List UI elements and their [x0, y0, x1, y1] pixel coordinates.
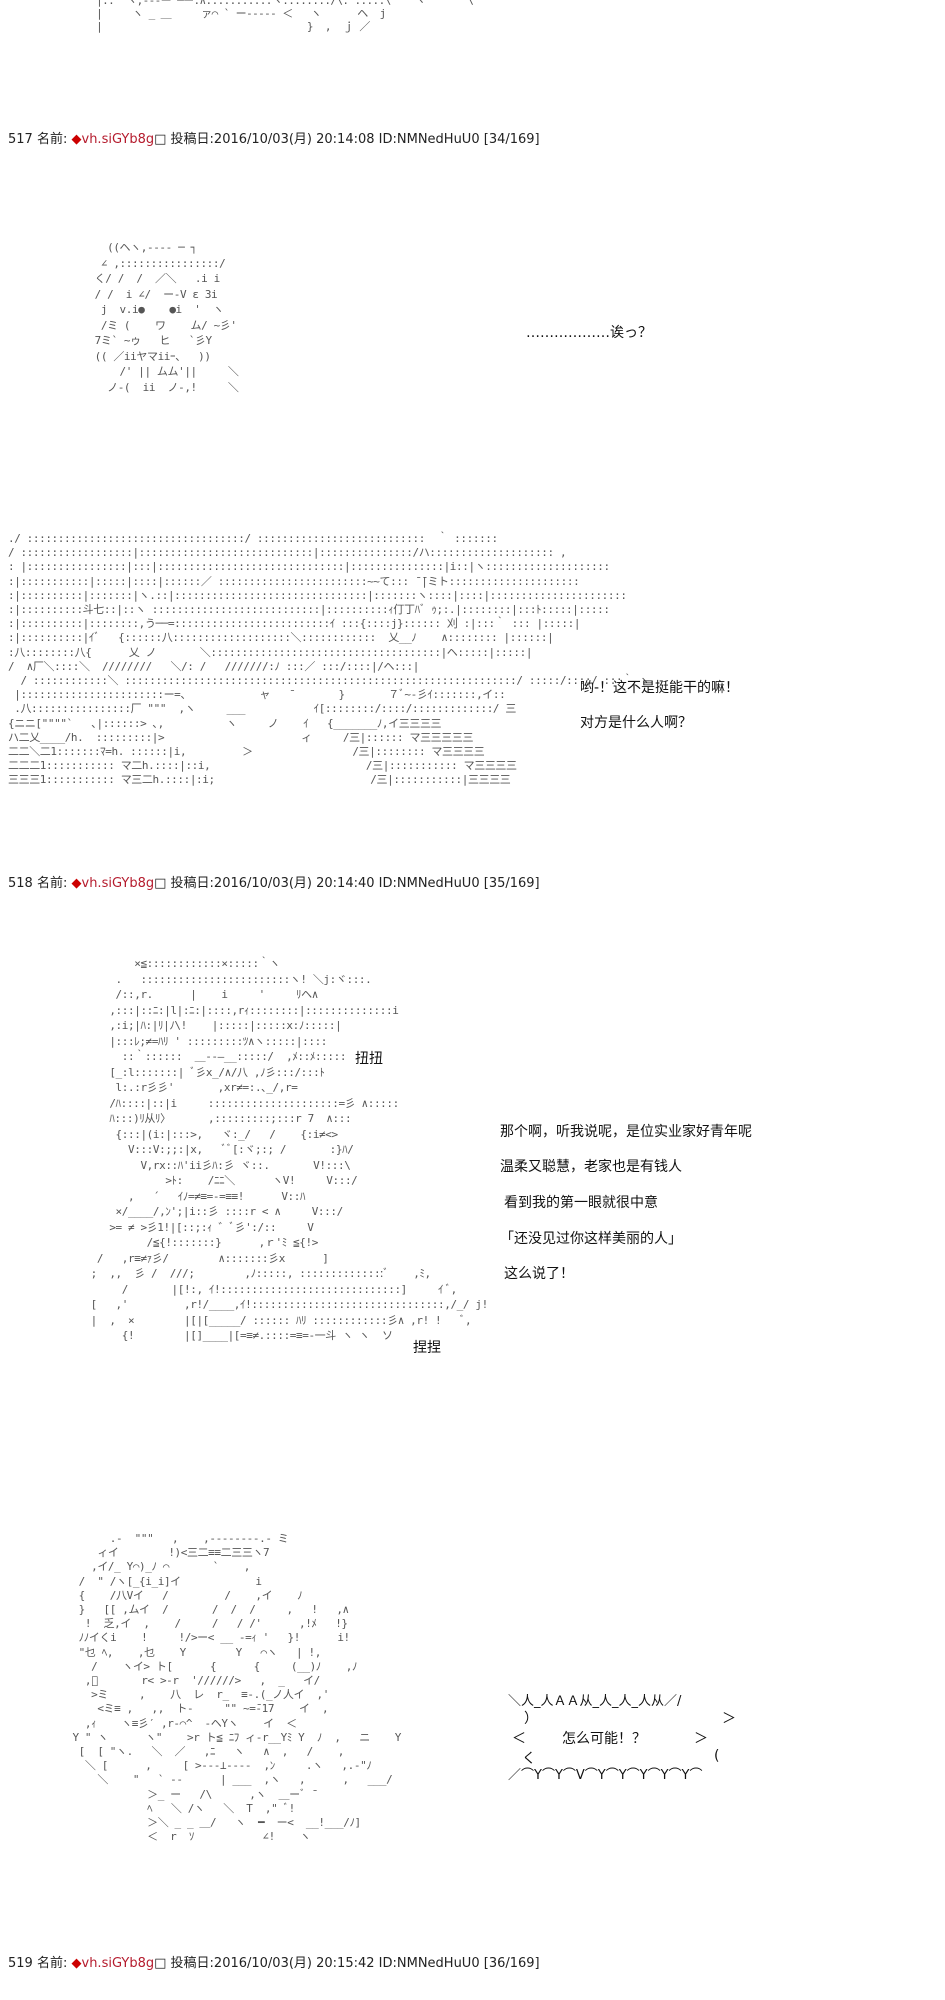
dialogue-519-line3: 看到我的第一眼就很中意: [504, 1195, 658, 1211]
tripcode[interactable]: ◆vh.siGYb8g: [71, 1956, 155, 1971]
trip-diamond-icon: ◆: [71, 1956, 82, 1971]
dialogue-519-line4: 「还没见过你这样美丽的人」: [500, 1231, 682, 1247]
dialogue-517: ………………诶っ？: [526, 325, 652, 341]
posted-label: 投稿日:: [170, 132, 214, 147]
shout-text: 怎么可能！？: [562, 1731, 646, 1747]
trip-diamond-icon: ◆: [71, 132, 82, 147]
dialogue-519-line2: 温柔又聪慧，老家也是有钱人: [500, 1159, 682, 1175]
post-header-517: 517 名前: ◆vh.siGYb8g□ 投稿日:2016/10/03(月) 2…: [8, 128, 540, 147]
post-date: 2016/10/03(月) 20:14:40: [213, 876, 375, 891]
shout-right-arrow: ＞: [694, 1731, 708, 1747]
posted-label: 投稿日:: [170, 1956, 214, 1971]
tripcode[interactable]: ◆vh.siGYb8g: [71, 132, 155, 147]
post-header-518: 518 名前: ◆vh.siGYb8g□ 投稿日:2016/10/03(月) 2…: [8, 872, 540, 891]
post-date: 2016/10/03(月) 20:15:42: [213, 1956, 375, 1971]
box-glyph: □: [154, 1956, 167, 1971]
ascii-art-top: |:. ヽ,--‐ー ─ー.∧:::::::::::ヽ.:::::::/\. :…: [96, 0, 474, 33]
tripcode[interactable]: ◆vh.siGYb8g: [71, 876, 155, 891]
name-label: 名前:: [36, 132, 68, 147]
shout-left-mark: く: [522, 1751, 536, 1767]
sfx-twist: 扭扭: [355, 1051, 383, 1067]
dialogue-518-line1: 哟-！这不是挺能干的嘛！: [580, 680, 740, 696]
post-number: 518: [8, 876, 33, 891]
shout-bottom-border: ／⌒Y⌒Y⌒V⌒Y⌒Y⌒Y⌒Y⌒Y⌒: [508, 1768, 703, 1783]
shout-top-border: ＼人_人ＡＡ从_人_人_人从／/: [508, 1694, 682, 1709]
ascii-art-519-b: .- """ , ,--------.- ミ ィイ !)<三二≡≡二三三ヽ7 ,…: [72, 1532, 401, 1844]
shout-right-bracket: ＞: [722, 1711, 736, 1727]
dialogue-519-line5: 这么说了！: [504, 1266, 574, 1282]
post-date: 2016/10/03(月) 20:14:08: [213, 132, 375, 147]
ascii-art-518: ./ :::::::::::::::::::::::::::::::::::/ …: [8, 532, 650, 787]
post-count: [36/169]: [483, 1956, 540, 1971]
post-id[interactable]: ID:NMNedHuU0: [378, 876, 480, 891]
shout-right-mark: (: [714, 1748, 720, 1764]
post-id[interactable]: ID:NMNedHuU0: [378, 132, 480, 147]
ascii-art-519-a: ×≦::::::::::::×:::::｀ヽ . :::::::::::::::…: [90, 957, 489, 1342]
name-label: 名前:: [36, 876, 68, 891]
post-number: 519: [8, 1956, 33, 1971]
post-count: [35/169]: [483, 876, 540, 891]
name-label: 名前:: [36, 1956, 68, 1971]
dialogue-519-line1: 那个啊，听我说呢，是位实业家好青年呢: [500, 1124, 752, 1140]
post-header-519: 519 名前: ◆vh.siGYb8g□ 投稿日:2016/10/03(月) 2…: [8, 1952, 540, 1971]
ascii-art-517: ((ヘヽ,--‐‐ ─ ┐ ∠ ,::::::::::::::::/ く/ / …: [94, 241, 239, 394]
box-glyph: □: [154, 132, 167, 147]
sfx-pinch: 捏捏: [413, 1340, 441, 1356]
post-id[interactable]: ID:NMNedHuU0: [378, 1956, 480, 1971]
dialogue-518-line2: 对方是什么人啊？: [580, 715, 692, 731]
post-count: [34/169]: [483, 132, 540, 147]
shout-left-bracket: ）: [524, 1711, 538, 1727]
post-number: 517: [8, 132, 33, 147]
shout-left-arrow: ＜: [512, 1731, 526, 1747]
trip-diamond-icon: ◆: [71, 876, 82, 891]
posted-label: 投稿日:: [170, 876, 214, 891]
box-glyph: □: [154, 876, 167, 891]
